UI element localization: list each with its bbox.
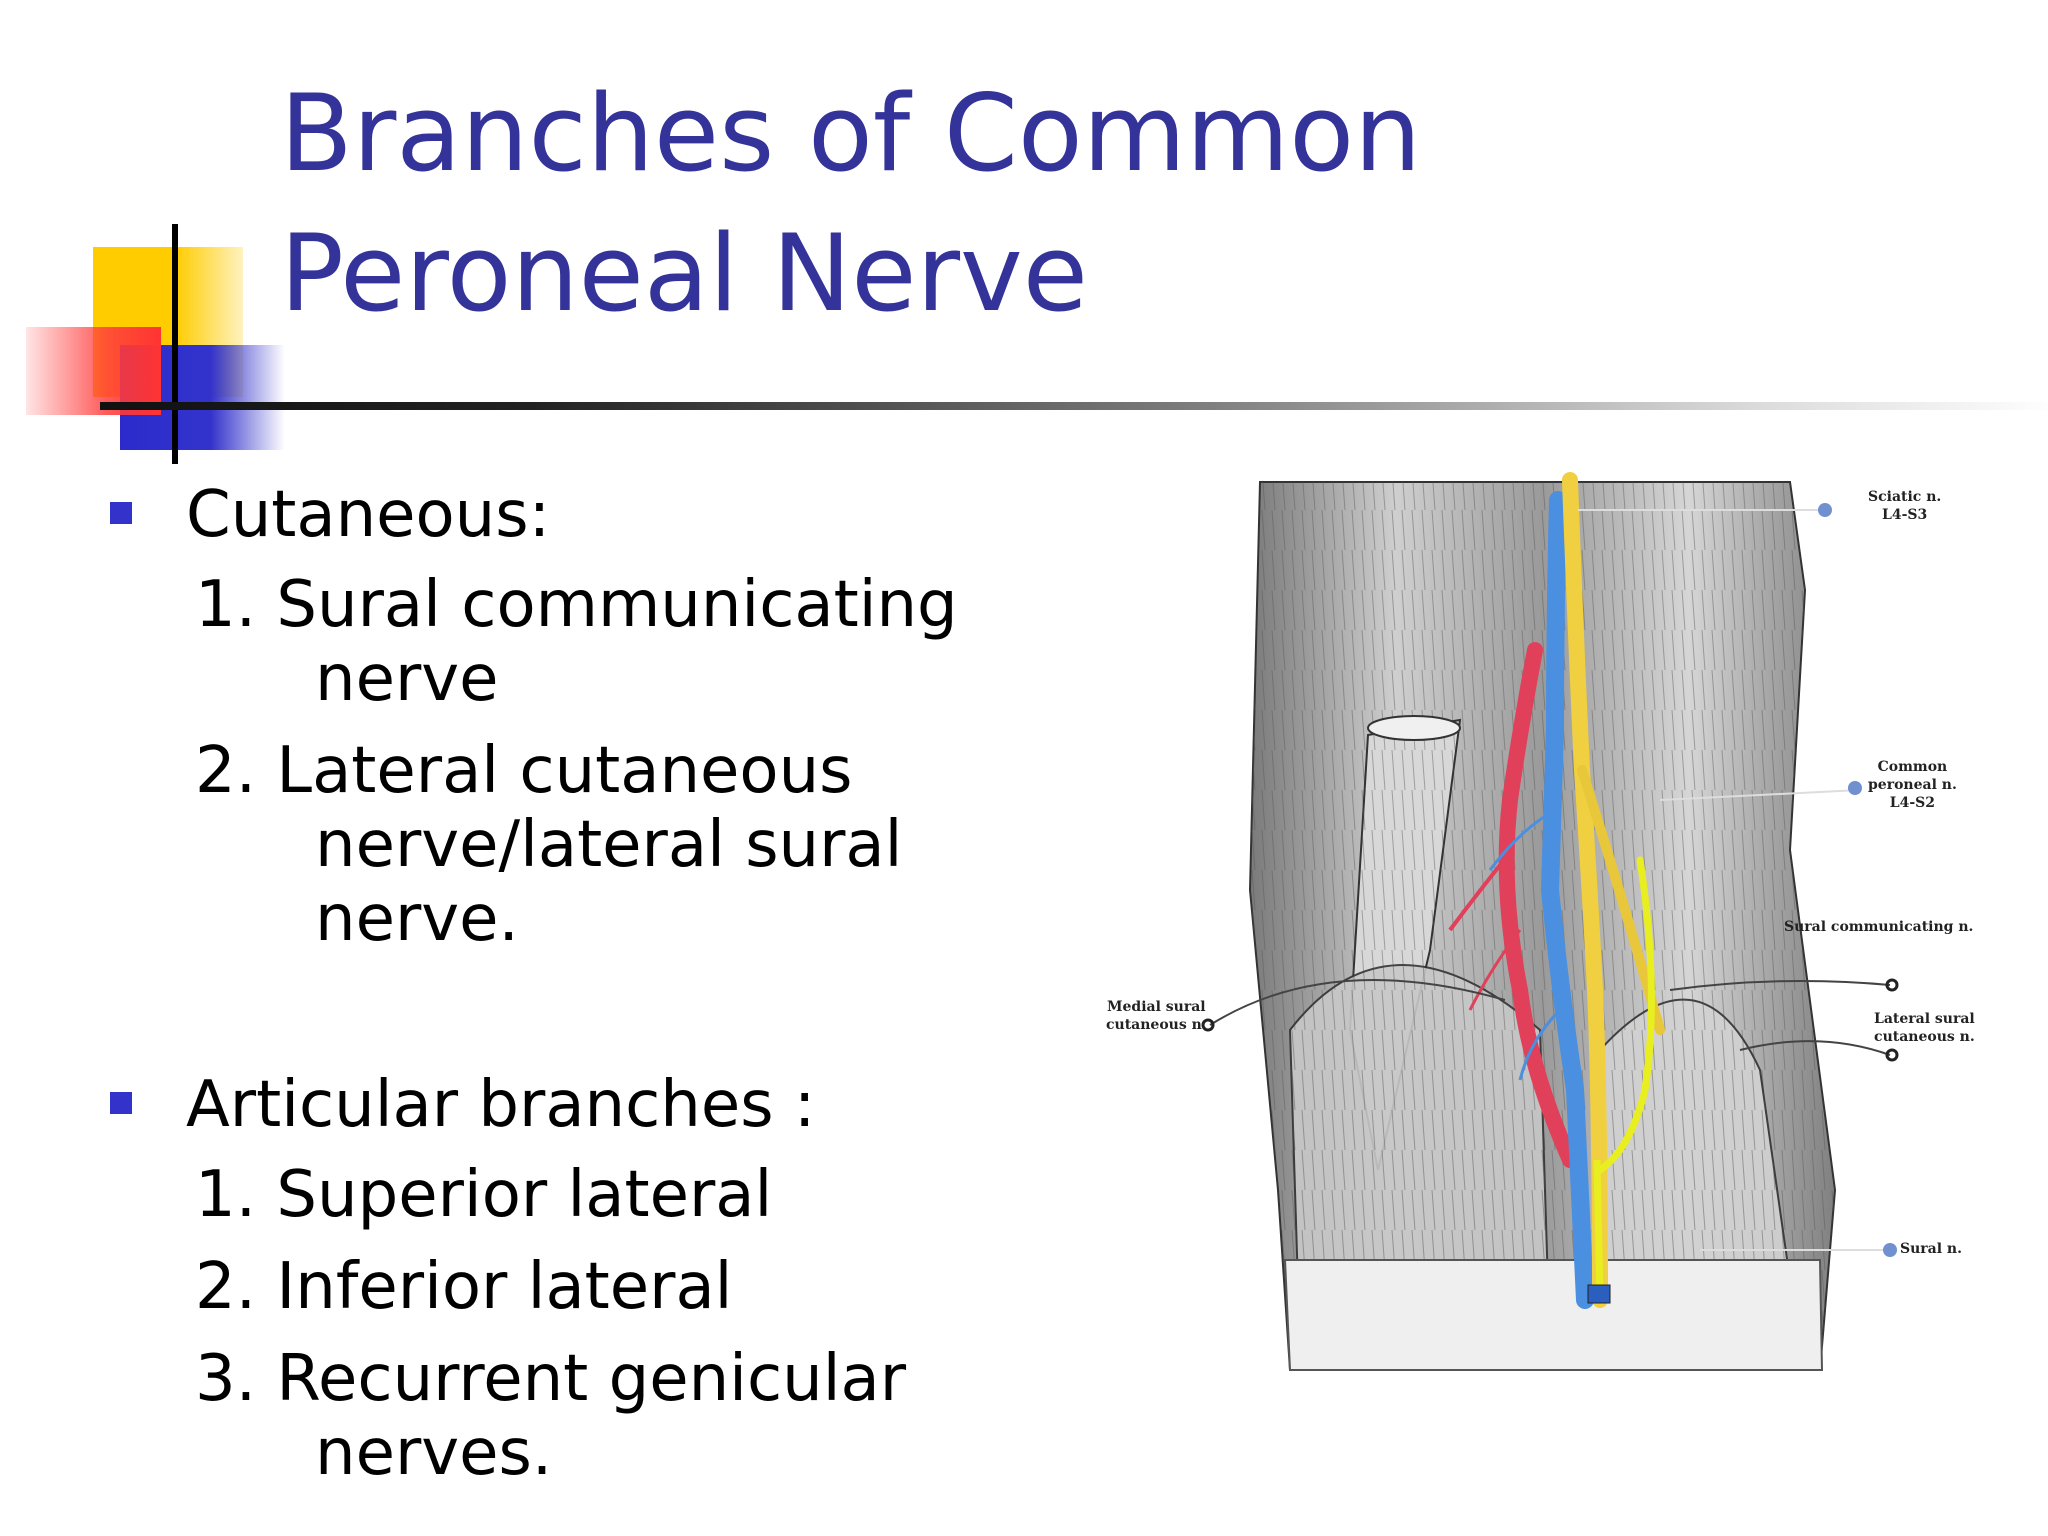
list-item-recurrent-genicular: 3. Recurrent genicular nerves. bbox=[195, 1342, 906, 1490]
list-item-text: Recurrent genicular bbox=[276, 1342, 906, 1416]
label-text: Common bbox=[1877, 759, 1948, 775]
list-item-continuation: nerve. bbox=[315, 882, 519, 956]
bullet-heading: Cutaneous: bbox=[186, 478, 551, 552]
list-item-superior-lateral: 1. Superior lateral bbox=[195, 1158, 772, 1232]
bullet-square-icon bbox=[110, 502, 132, 524]
list-item-continuation: nerve/lateral sural bbox=[315, 808, 903, 882]
list-item-lateral-cutaneous: 2. Lateral cutaneous nerve/lateral sural… bbox=[195, 734, 902, 956]
anatomy-illustration: Sciatic n. L4-S3 Common peroneal n. L4-S… bbox=[1100, 470, 2000, 1410]
label-text: Lateral sural bbox=[1874, 1011, 1975, 1027]
list-item-sural-communicating: 1. Sural communicating nerve bbox=[195, 568, 958, 716]
label-text: Sciatic n. bbox=[1868, 489, 1942, 505]
list-item-number: 2. bbox=[195, 1250, 257, 1324]
label-lateral-sural-cutaneous-nerve: Lateral sural cutaneous n. bbox=[1874, 1010, 1975, 1046]
label-text: peroneal n. bbox=[1868, 777, 1957, 793]
label-text: L4-S3 bbox=[1882, 507, 1928, 523]
list-item-number: 2. bbox=[195, 734, 257, 808]
slide-title: Branches of Common Peroneal Nerve bbox=[280, 64, 1880, 344]
list-item-number: 1. bbox=[195, 568, 257, 642]
popliteal-fossa-illustration bbox=[1201, 472, 1899, 1371]
list-item-text: Sural communicating bbox=[276, 568, 958, 642]
label-text: cutaneous n. bbox=[1874, 1029, 1975, 1045]
label-medial-sural-cutaneous-nerve: Medial sural cutaneous n. bbox=[1106, 998, 1207, 1034]
list-item-continuation: nerve bbox=[315, 642, 499, 716]
list-item-number: 1. bbox=[195, 1158, 257, 1232]
title-divider-line bbox=[100, 402, 2048, 410]
slide-title-line-2: Peroneal Nerve bbox=[280, 212, 1088, 335]
list-item-text: Superior lateral bbox=[276, 1158, 773, 1232]
decorative-vertical-line bbox=[172, 224, 178, 464]
list-item-text: Lateral cutaneous bbox=[276, 734, 853, 808]
label-text: L4-S2 bbox=[1889, 795, 1936, 811]
list-item-text: Inferior lateral bbox=[276, 1250, 733, 1324]
label-sural-communicating-nerve: Sural communicating n. bbox=[1784, 918, 1973, 936]
list-item-continuation: nerves. bbox=[315, 1416, 553, 1490]
list-item-inferior-lateral: 2. Inferior lateral bbox=[195, 1250, 732, 1324]
bullet-heading: Articular branches : bbox=[186, 1068, 816, 1142]
label-text: Medial sural bbox=[1107, 999, 1206, 1015]
decorative-red-square bbox=[26, 327, 161, 415]
label-text: Sural communicating n. bbox=[1784, 919, 1974, 935]
slide-title-line-1: Branches of Common bbox=[280, 72, 1422, 195]
label-sural-nerve: Sural n. bbox=[1900, 1240, 1962, 1258]
label-text: Sural n. bbox=[1900, 1241, 1962, 1257]
label-text: cutaneous n. bbox=[1106, 1017, 1207, 1033]
bullet-square-icon bbox=[110, 1092, 132, 1114]
list-item-number: 3. bbox=[195, 1342, 257, 1416]
label-common-peroneal-nerve: Common peroneal n. L4-S2 bbox=[1868, 758, 1957, 812]
label-sciatic-nerve: Sciatic n. L4-S3 bbox=[1868, 488, 1941, 524]
